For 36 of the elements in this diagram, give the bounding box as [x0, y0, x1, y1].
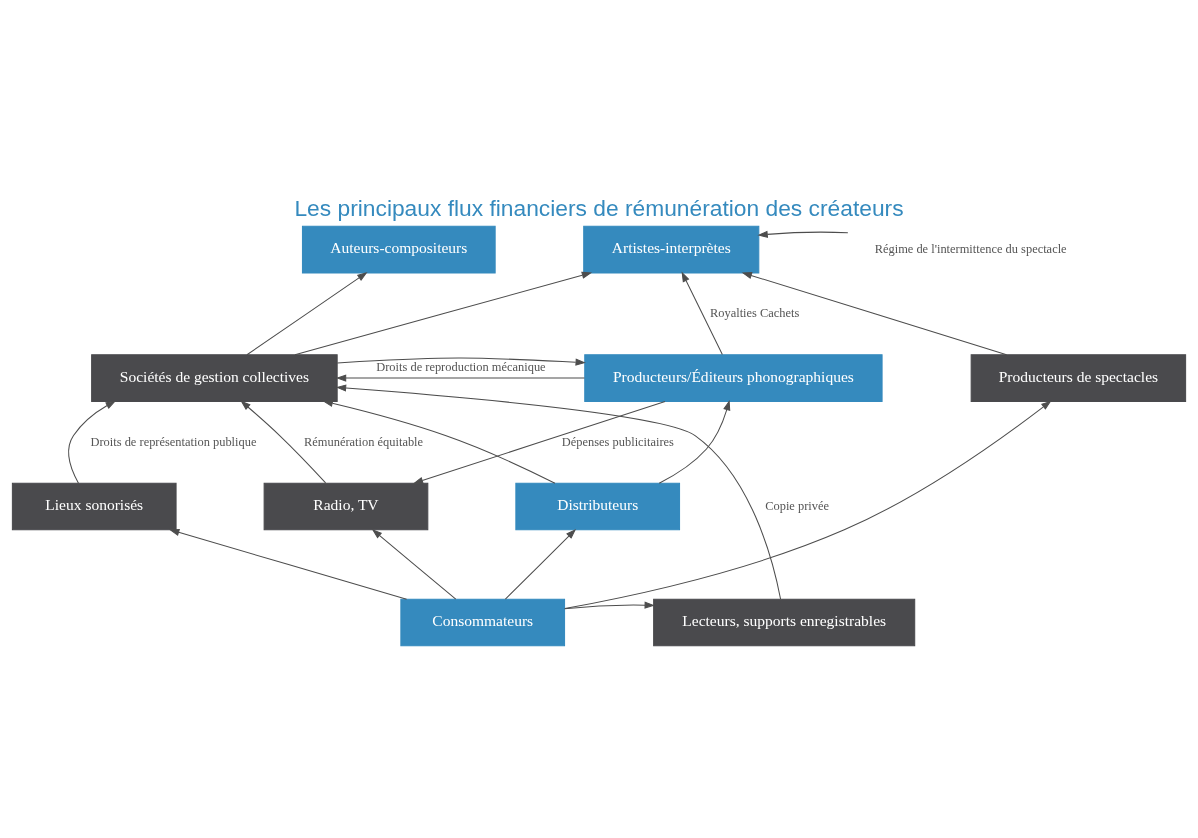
arrow [336, 356, 586, 366]
node-box: Sociétés de gestion collectives [91, 353, 338, 402]
arrow [412, 400, 666, 484]
node-box: Lecteurs, supports enregistrables [653, 598, 916, 646]
edge-label: Royalties Cachets [709, 305, 800, 320]
node-box: Distributeurs [515, 482, 681, 530]
arrow [741, 271, 1008, 355]
arrow [246, 271, 368, 355]
arrow [68, 400, 117, 484]
edge-label: Droits de reproduction mécanique [376, 359, 546, 374]
edge-label: Copie privée [765, 498, 830, 513]
node-box: Producteurs de spectacles [970, 353, 1187, 402]
edge-label: Dépenses publicitaires [561, 434, 674, 448]
node-text: Régime de l'intermittence du spectacle [874, 241, 1067, 256]
node-box: Auteurs-compositeurs [301, 225, 496, 273]
node-box: Lieux sonorisés [11, 482, 177, 530]
edge-label: Droits de représentation publique [90, 434, 257, 448]
arrow [504, 528, 577, 600]
arrow [564, 601, 655, 609]
arrow [564, 400, 1052, 609]
arrow [240, 400, 327, 483]
node-box: Producteurs/Éditeurs phonographiques [584, 353, 883, 402]
arrow [757, 230, 849, 238]
arrow [322, 399, 556, 484]
arrow [335, 373, 585, 382]
node-box: Radio, TV [263, 482, 429, 530]
arrow [371, 528, 457, 600]
arrow [681, 271, 723, 355]
node-box: Consommateurs [400, 598, 566, 646]
arrow [658, 399, 731, 484]
arrow [169, 528, 408, 600]
edge-label: Rémunération équitable [304, 434, 424, 448]
node-box: Artistes-interprètes [583, 225, 760, 273]
diagram-title: Les principaux flux financiers de rémunération des créateurs [294, 194, 904, 221]
arrow [335, 383, 782, 600]
arrow [294, 271, 593, 355]
